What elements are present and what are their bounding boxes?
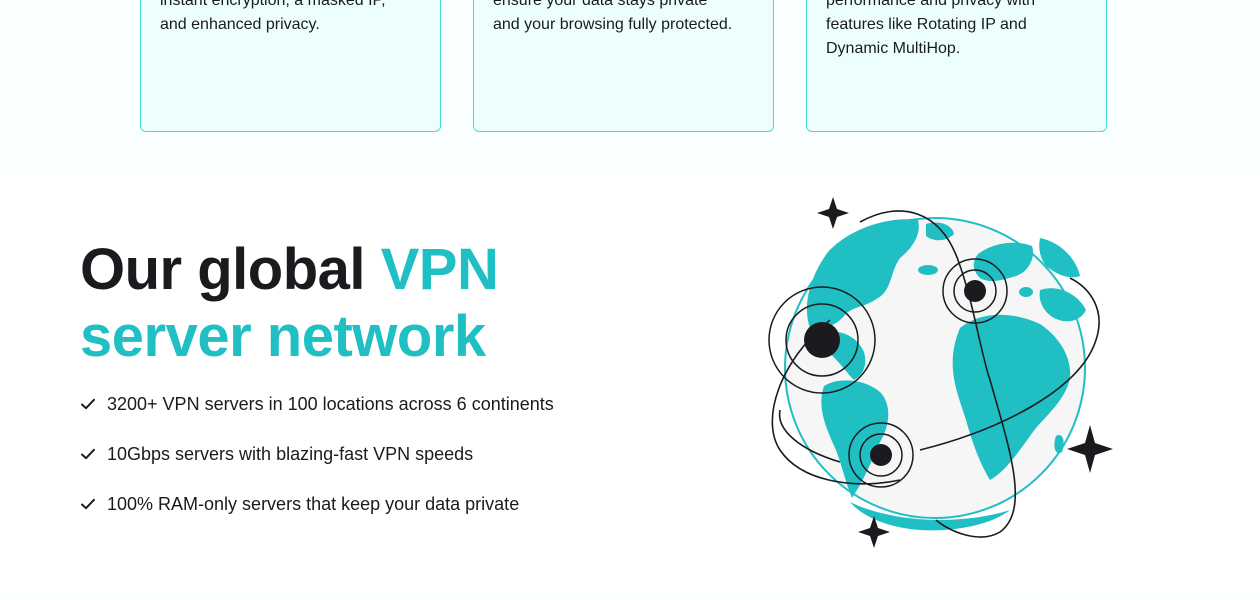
feature-item: 10Gbps servers with blazing-fast VPN spe…	[80, 438, 554, 470]
sparkle-icon	[858, 516, 890, 548]
check-icon	[81, 398, 95, 410]
benefit-card-text: ensure your data stays private and your …	[493, 0, 733, 33]
benefit-card-text: performance and privacy with features li…	[826, 0, 1035, 57]
check-icon	[81, 498, 95, 510]
continents	[806, 219, 1086, 531]
feature-text: 3200+ VPN servers in 100 locations acros…	[107, 393, 554, 414]
sparkle-icon	[817, 197, 849, 229]
section-title-accent: VPN	[380, 237, 499, 302]
check-icon	[81, 448, 95, 460]
section-title-accent-line2: server network	[80, 304, 486, 369]
section-title-plain: Our global	[80, 237, 381, 302]
feature-list: 3200+ VPN servers in 100 locations acros…	[80, 388, 554, 538]
section-title: Our global VPN server network	[80, 236, 499, 370]
feature-item: 100% RAM-only servers that keep your dat…	[80, 488, 554, 520]
location-pin	[768, 286, 876, 394]
globe-illustration	[740, 180, 1140, 560]
feature-text: 10Gbps servers with blazing-fast VPN spe…	[107, 443, 474, 464]
sparkle-icon	[1067, 425, 1113, 473]
benefit-card: ensure your data stays private and your …	[473, 0, 774, 132]
orbit-lines	[771, 210, 1100, 538]
location-pin	[942, 258, 1008, 324]
feature-item: 3200+ VPN servers in 100 locations acros…	[80, 388, 554, 420]
benefit-card: performance and privacy with features li…	[806, 0, 1107, 132]
benefits-band: instant encryption, a masked IP, and enh…	[0, 0, 1260, 176]
feature-text: 100% RAM-only servers that keep your dat…	[107, 493, 520, 514]
benefit-card-text: instant encryption, a masked IP, and enh…	[160, 0, 386, 33]
globe-icon	[768, 197, 1113, 548]
next-section-band	[0, 592, 1260, 600]
location-pin	[848, 422, 914, 488]
benefit-card: instant encryption, a masked IP, and enh…	[140, 0, 441, 132]
